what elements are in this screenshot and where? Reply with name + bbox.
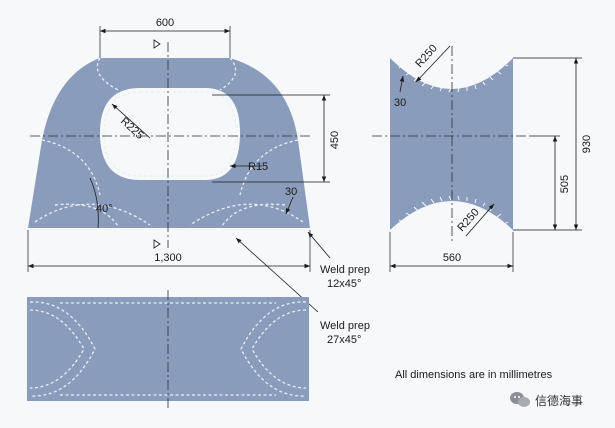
- plan-view: [27, 290, 309, 408]
- dim-930-label: 930: [581, 135, 593, 153]
- dim-450-label: 450: [329, 131, 341, 149]
- dim-r250-top-label: R250: [413, 42, 440, 70]
- angle-40-arc: [89, 177, 99, 229]
- plan-weld-right: [240, 301, 307, 397]
- opening-weld-line: [103, 91, 237, 177]
- weld-prep-2-line1: Weld prep: [320, 320, 370, 332]
- dim-30-side-leader: [399, 75, 405, 93]
- centerline-marker-top: [153, 39, 161, 49]
- weld-prep-2-line2: 27x45°: [327, 334, 361, 346]
- watermark-text: 信德海事: [535, 393, 583, 408]
- dim-30-side-label: 30: [394, 97, 406, 109]
- side-view-body: [390, 58, 513, 230]
- dim-r225-leader: [111, 103, 151, 139]
- plan-weld-edges: [60, 302, 276, 396]
- dim-560-label: 560: [443, 252, 461, 264]
- watermark: 信德海事: [510, 392, 583, 408]
- wechat-icon: [510, 392, 530, 407]
- dim-600-label: 600: [156, 17, 174, 29]
- weld-prep-1-line1: Weld prep: [320, 264, 370, 276]
- dim-r250-bottom-leader: [465, 203, 495, 237]
- plan-weld-left: [29, 301, 96, 397]
- dim-r250-top-leader: [415, 45, 451, 83]
- front-weld-prep-outline: [34, 57, 304, 227]
- dim-r250-bottom-label: R250: [455, 206, 482, 234]
- centerline-marker-bottom: [153, 239, 161, 249]
- dim-505-label: 505: [559, 175, 571, 193]
- front-view: 600 R225 450 R15 30 40° 1,300: [27, 17, 341, 313]
- weld-prep-1-leader: [307, 231, 331, 259]
- front-view-opening: [100, 88, 240, 180]
- dim-r15-label: R15: [248, 161, 268, 173]
- dim-1300-label: 1,300: [154, 252, 182, 264]
- angle-40-label: 40°: [96, 203, 113, 215]
- units-note: All dimensions are in millimetres: [395, 369, 553, 381]
- weld-prep-1-line2: 12x45°: [327, 278, 361, 290]
- side-view: R250 30 R250 930 505 560: [372, 42, 593, 272]
- dim-30-front-label: 30: [285, 186, 297, 198]
- dim-30-front-leader: [285, 196, 294, 215]
